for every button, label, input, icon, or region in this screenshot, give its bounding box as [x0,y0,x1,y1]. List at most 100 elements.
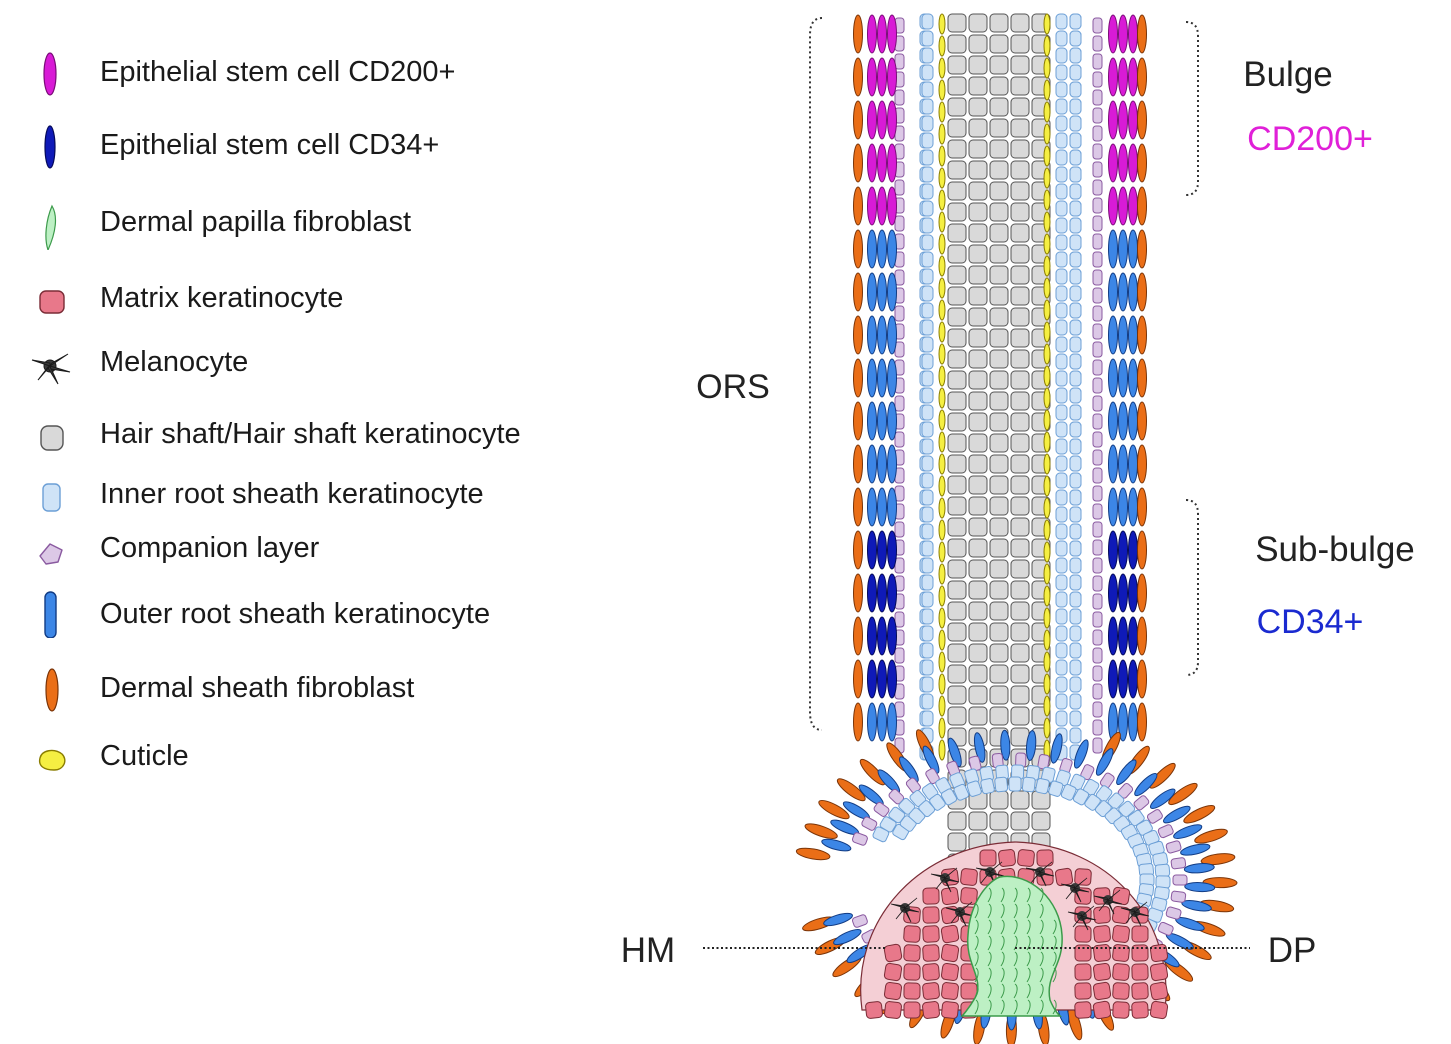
cd200-stem-cell [887,100,897,140]
outer-root-sheath-cell [1025,730,1037,761]
dermal-papilla-fibroblast-cell [1000,983,1005,999]
matrix-keratinocyte-cell [1112,925,1130,943]
inner-root-sheath-cell [921,489,934,506]
inner-root-sheath-cell [1069,98,1082,115]
matrix-keratinocyte-cell [1092,962,1112,982]
stem-cell-cd200-icon [43,52,57,96]
dermal-papilla-fibroblast-cell [1000,903,1005,919]
inner-root-sheath-cell [1069,404,1082,421]
companion-layer-cell [1146,809,1163,824]
inner-root-sheath-cell [1008,776,1022,792]
inner-root-sheath-cell [1069,268,1082,285]
cd200-stem-cell [1128,14,1138,54]
companion-layer-cell [1092,323,1103,340]
cd200-stem-cell [877,57,887,97]
outer-root-sheath-cell [1108,229,1118,269]
cd34-stem-cell [877,616,887,656]
cd200-stem-cell [867,186,877,226]
inner-root-sheath-cell [1055,251,1068,268]
hair-shaft-cell [947,559,967,579]
cd34-stem-cell [1108,659,1118,699]
hair-shaft-cell [968,538,988,558]
dermal-papilla-fibroblast-cell [1026,999,1031,1015]
cd34-stem-cell [1118,616,1128,656]
inner-root-sheath-cell [1069,421,1082,438]
hair-shaft-cell [989,139,1009,159]
cd34-stem-cell [1108,573,1118,613]
cuticle-cell [938,101,946,123]
dermal-papilla-fibroblast-cell [1039,935,1044,951]
outer-root-sheath-cell [887,487,897,527]
matrix-keratinocyte-cell [1111,905,1131,925]
outer-root-sheath-cell [867,272,877,312]
matrix-keratinocyte-cell [960,982,978,1000]
dermal-sheath-cell [853,401,863,441]
inner-root-sheath-cell [1055,693,1068,710]
dermal-sheath-cell [1137,143,1147,183]
companion-layer-cell [1092,485,1103,502]
legend-item-cd200: Epithelial stem cell CD200+ [0,52,640,96]
cuticle-icon [38,749,66,771]
melanocyte-cell [1067,905,1097,931]
hair-shaft-cell [989,790,1009,810]
dermal-papilla-fibroblast-cell [987,903,992,919]
hair-shaft-cell [989,223,1009,243]
hair-shaft-cell [968,76,988,96]
hair-shaft-cell [989,76,1009,96]
matrix-keratinocyte-cell [903,982,921,1000]
cuticle-cell [1043,167,1051,189]
cuticle-cell [938,189,946,211]
hair-shaft-cell [947,349,967,369]
inner-root-sheath-cell [921,370,934,387]
dermal-papilla-fibroblast-cell [1039,999,1044,1015]
hair-shaft-cell [1010,349,1030,369]
inner-root-sheath-cell [1069,234,1082,251]
outer-root-sheath-cell [1134,772,1158,797]
cuticle-cell [1043,497,1051,519]
matrix-keratinocyte-cell [922,906,940,924]
inner-root-sheath-cell [1069,472,1082,489]
hair-shaft-cell [968,412,988,432]
hair-shaft-cell [989,244,1009,264]
dermal-sheath-cell [853,530,863,570]
cuticle-cell [938,321,946,343]
hair-shaft-cell [989,118,1009,138]
inner-root-sheath-cell [1118,800,1136,818]
hair-shaft-cell [968,517,988,537]
matrix-keratinocyte-cell [865,1001,883,1019]
cuticle-cell [1043,255,1051,277]
companion-layer-cell [1092,17,1103,34]
inner-root-sheath-cell [921,13,934,30]
inner-root-sheath-cell [1069,200,1082,217]
hair-shaft-cell [989,601,1009,621]
cuticle-cell [1043,695,1051,717]
matrix-keratinocyte-cell [1112,1001,1130,1019]
outer-root-sheath-cell [1128,229,1138,269]
hair-shaft-keratinocyte-icon [40,425,64,451]
matrix-keratinocyte-cell [1074,1001,1092,1019]
cuticle-cell [938,79,946,101]
hair-shaft-cell [1010,517,1030,537]
dermal-sheath-fibroblast-icon [45,668,59,712]
inner-root-sheath-cell [1055,625,1068,642]
hair-shaft-cell [947,370,967,390]
inner-root-sheath-cell [921,149,934,166]
inner-root-sheath-cell [940,788,958,806]
dermal-sheath-cell [853,57,863,97]
melanocyte-icon [31,353,71,385]
inner-root-sheath-cell [1069,574,1082,591]
dermal-sheath-cell [1137,616,1147,656]
matrix-keratinocyte-cell [922,982,940,1000]
hair-shaft-cell [947,832,967,852]
companion-layer-cell [1092,287,1103,304]
dermal-papilla-fibroblast-cell [1013,887,1018,903]
cd200-stem-cell [1118,57,1128,97]
inner-root-sheath-cell [1069,676,1082,693]
hair-shaft-cell [989,580,1009,600]
matrix-keratinocyte-cell [903,1001,921,1019]
matrix-keratinocyte-cell [1131,982,1149,1000]
matrix-keratinocyte-cell [1092,981,1112,1001]
companion-layer-cell [894,647,905,664]
hair-shaft-cell [968,433,988,453]
hair-shaft-cell [989,55,1009,75]
